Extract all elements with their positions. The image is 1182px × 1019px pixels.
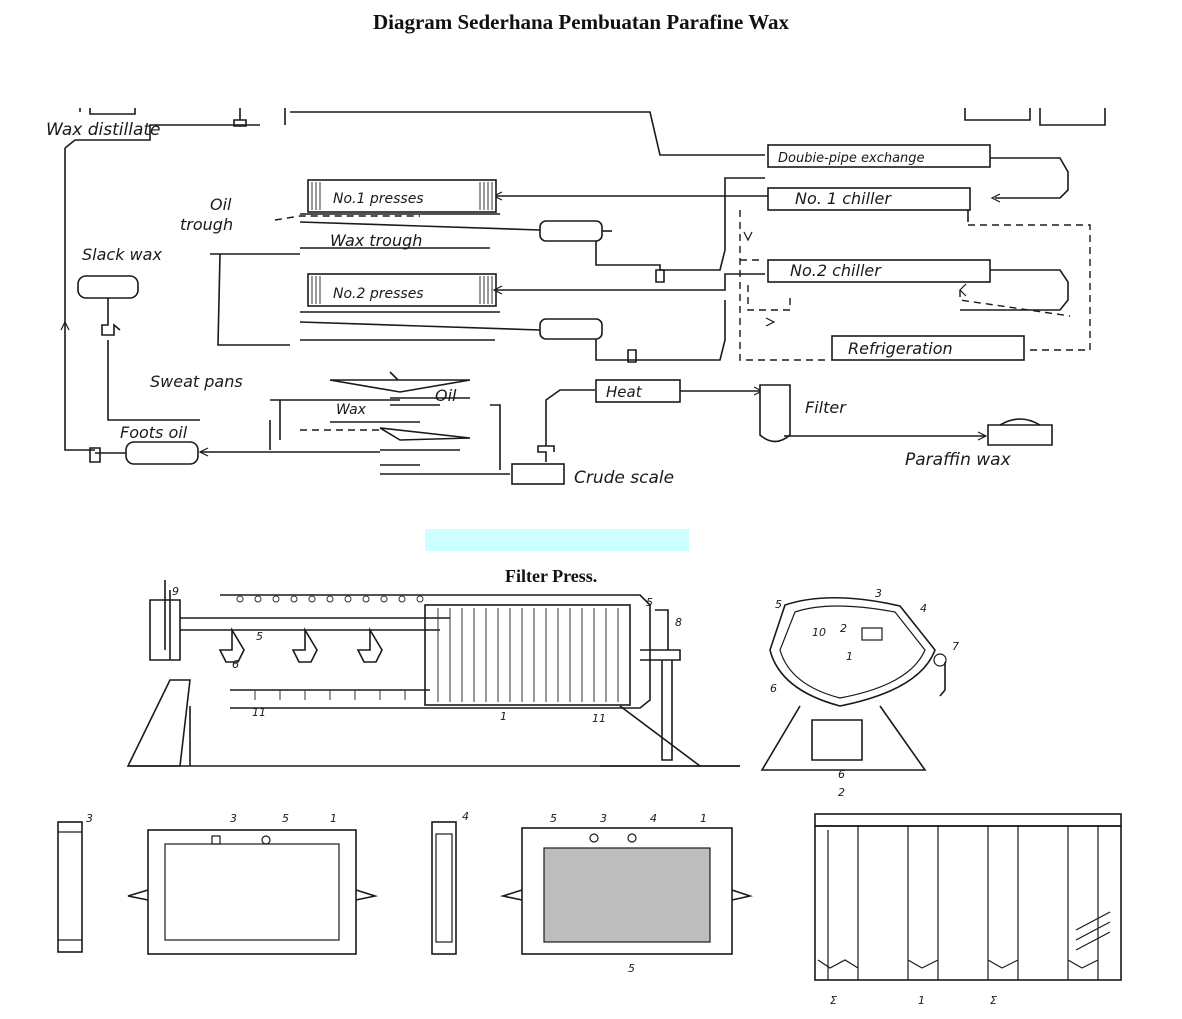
crude-scale-box [512, 464, 564, 484]
plate-label-1b: 1 [700, 812, 707, 825]
end-label-5: 5 [775, 598, 782, 611]
end-label-3: 3 [875, 587, 882, 600]
end-label-1: 1 [846, 650, 853, 663]
end-label-10: 10 [812, 626, 826, 639]
foots-oil-tank [126, 442, 198, 464]
flow-labels: Wax distillate Doubie-pipe exchange No. … [46, 120, 1012, 488]
flow-diagram [61, 108, 1105, 484]
section-label-sigma-b: Σ [990, 994, 997, 1007]
end-label-6a: 6 [770, 682, 777, 695]
side-label-1: 1 [500, 710, 507, 723]
label-oil-trough-line2: trough [180, 215, 233, 234]
plate-details: 3 3 5 1 4 5 3 4 1 5 [58, 810, 750, 975]
filter-vessel [760, 385, 790, 442]
label-wax-trough: Wax trough [330, 231, 422, 250]
oil-tank-2 [540, 319, 602, 339]
end-label-2: 2 [840, 622, 847, 635]
label-oil: Oil [435, 386, 457, 405]
label-oil-trough-line1: Oil [210, 195, 232, 214]
label-no2-chiller: No.2 chiller [790, 261, 882, 280]
plate-label-5a: 5 [282, 812, 289, 825]
plate-label-1a: 1 [330, 812, 337, 825]
plate-label-3b: 3 [230, 812, 237, 825]
blank-band [8, 37, 1168, 107]
label-slack-wax: Slack wax [82, 245, 162, 264]
plate-label-4a: 4 [462, 810, 469, 823]
label-wax: Wax [336, 402, 367, 418]
side-label-8: 8 [675, 616, 682, 629]
plate-label-3a: 3 [86, 812, 93, 825]
label-double-pipe-exchange: Doubie-pipe exchange [778, 151, 925, 166]
highlight-band [425, 529, 689, 551]
label-heat: Heat [606, 383, 643, 401]
slack-wax-tank [78, 276, 138, 298]
side-label-5: 5 [256, 630, 263, 643]
side-label-5b: 5 [646, 596, 653, 609]
end-label-4: 4 [920, 602, 927, 615]
label-foots-oil: Foots oil [120, 423, 188, 442]
section-label-sigma-a: Σ [830, 994, 837, 1007]
filter-press-end-view: 5 3 4 10 2 1 7 6 6 2 [762, 587, 959, 799]
plate-label-5b: 5 [550, 812, 557, 825]
side-label-11a: 11 [252, 706, 266, 719]
plate-section: Σ 1 Σ [815, 814, 1121, 1007]
side-label-9: 9 [172, 585, 179, 598]
label-no1-presses: No.1 presses [333, 191, 424, 207]
label-no1-chiller: No. 1 chiller [795, 189, 892, 208]
side-label-6: 6 [232, 658, 239, 671]
label-filter: Filter [805, 398, 847, 417]
label-refrigeration: Refrigeration [848, 339, 953, 358]
label-wax-distillate: Wax distillate [46, 120, 161, 140]
plate-label-3c: 3 [600, 812, 607, 825]
paraffin-wax-tank [988, 425, 1052, 445]
label-crude-scale: Crude scale [574, 468, 674, 488]
label-sweat-pans: Sweat pans [150, 372, 243, 391]
oil-tank-1 [540, 221, 602, 241]
label-no2-presses: No.2 presses [333, 286, 424, 302]
end-label-6b: 6 [838, 768, 845, 781]
filter-press-side-view: 9 5 6 11 1 11 5 8 [128, 580, 740, 766]
section-label-1: 1 [918, 994, 925, 1007]
filter-press-title: Filter Press. [505, 566, 597, 587]
side-label-11b: 11 [592, 712, 606, 725]
end-label-2b: 2 [838, 786, 845, 799]
plate-label-5c: 5 [628, 962, 635, 975]
plate-label-4b: 4 [650, 812, 657, 825]
end-label-7: 7 [952, 640, 959, 653]
label-paraffin-wax: Paraffin wax [905, 450, 1012, 470]
